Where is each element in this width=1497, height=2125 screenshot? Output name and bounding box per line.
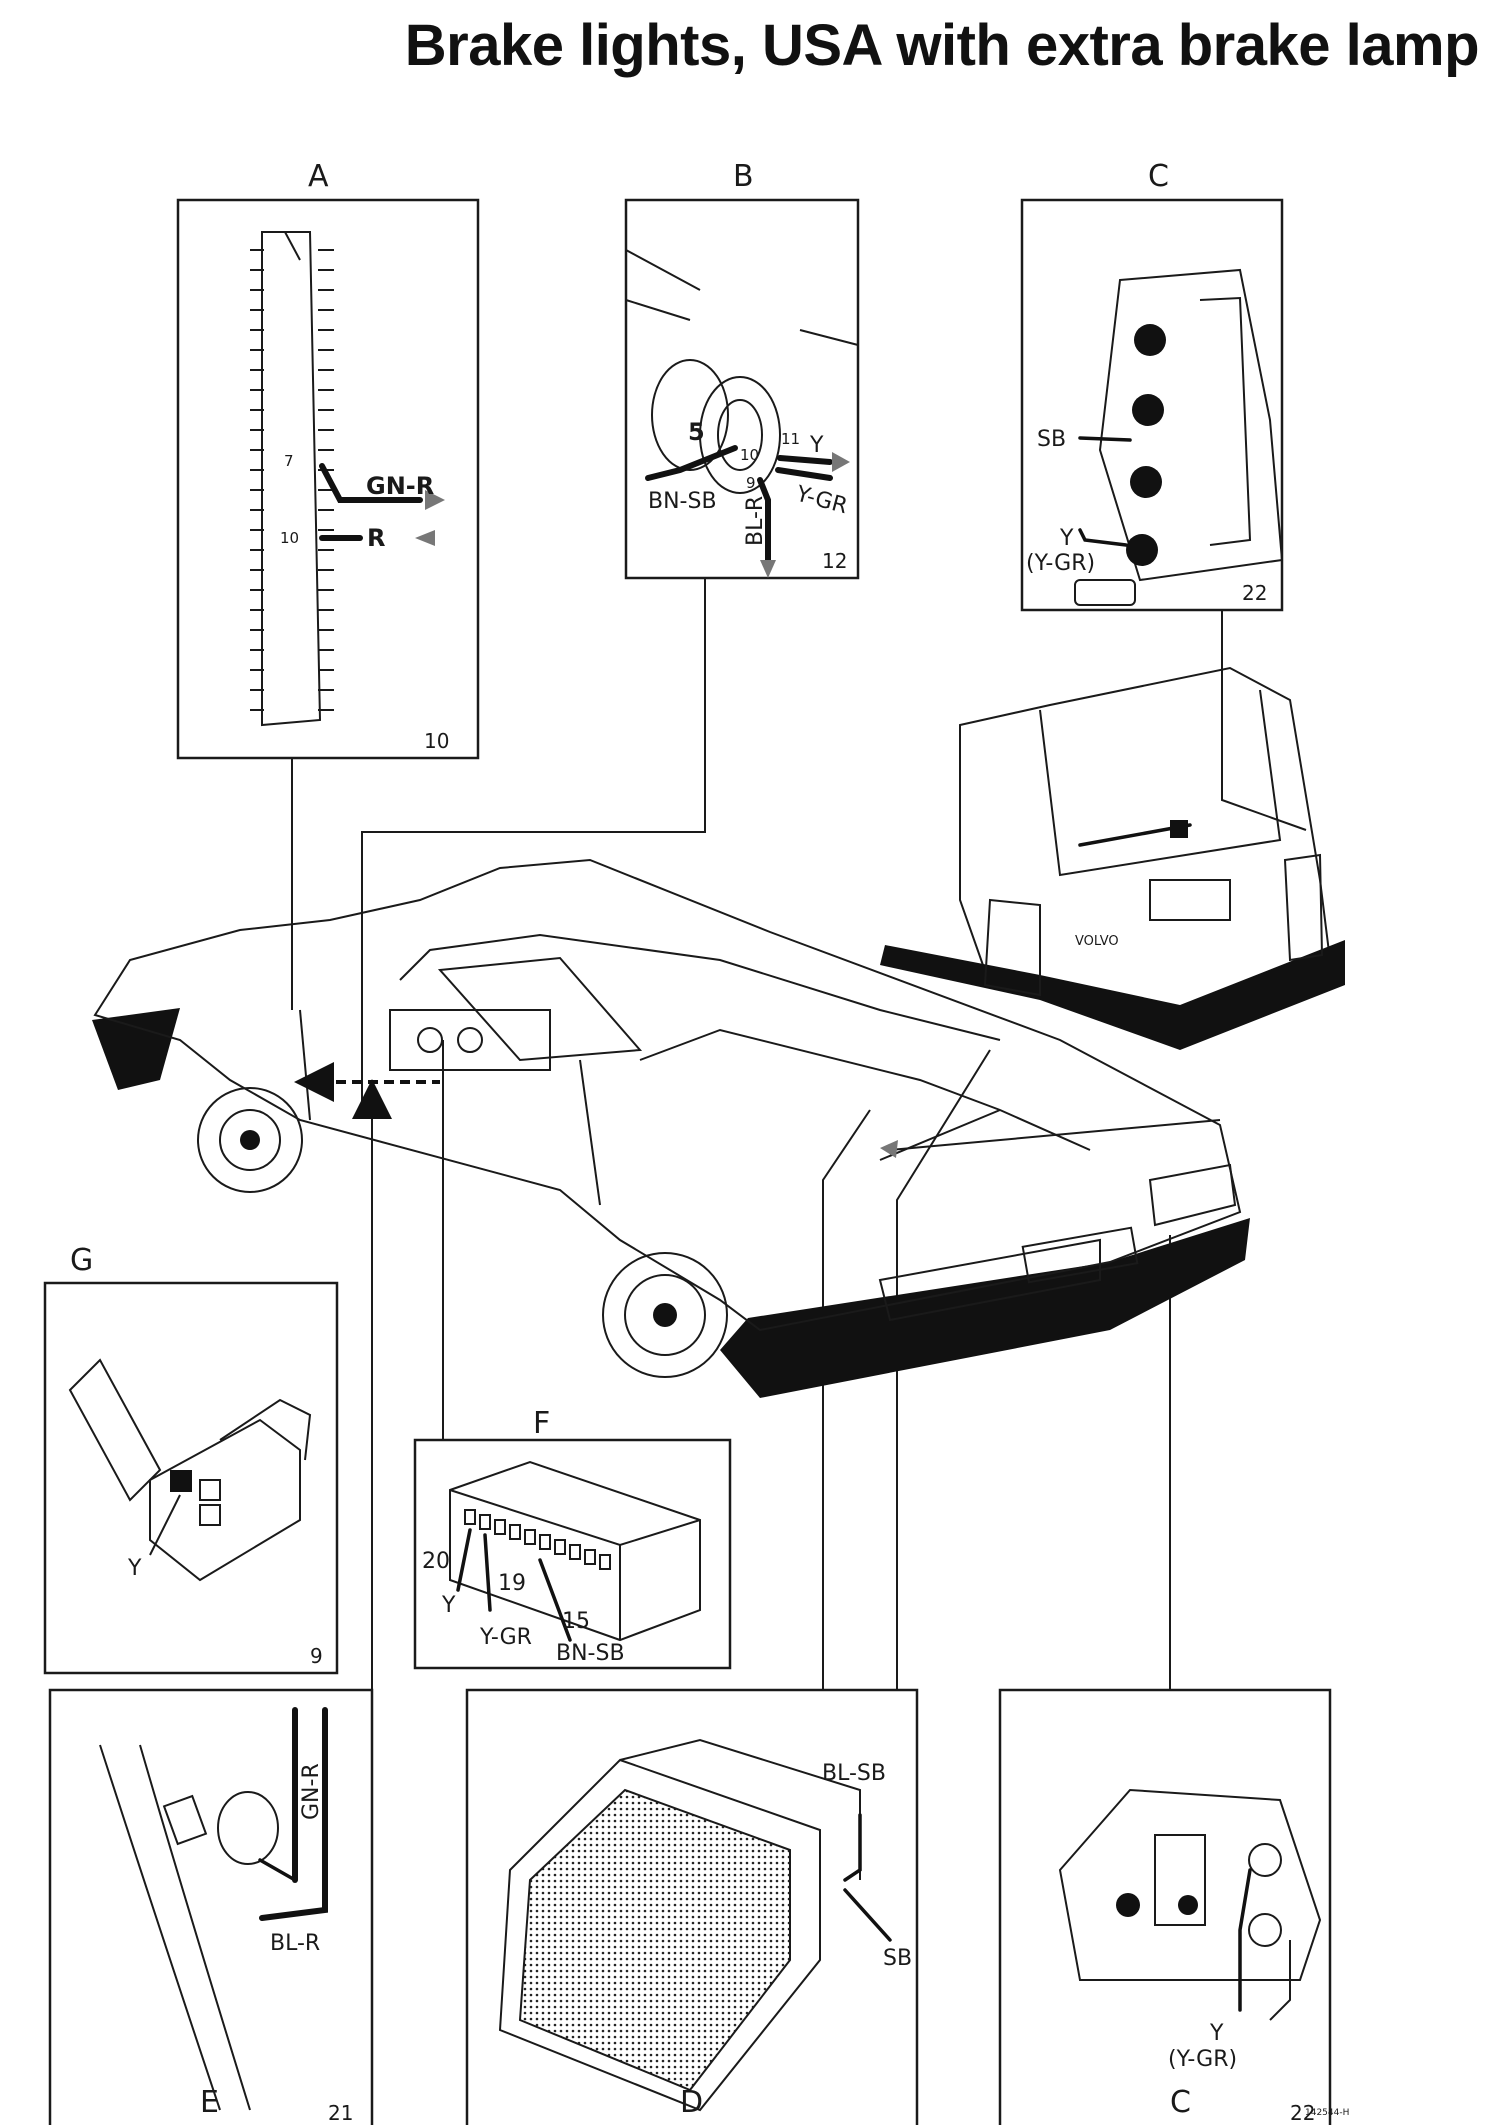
panel-g: G Y 9 bbox=[43, 1243, 339, 1675]
fuse-terminals bbox=[250, 249, 334, 711]
panel-c-top-number: 22 bbox=[1242, 581, 1267, 605]
panel-c-top-wire-ygr: (Y-GR) bbox=[1026, 551, 1095, 576]
panel-b-pin-9: 9 bbox=[746, 474, 756, 492]
panel-e-letter: E bbox=[200, 2085, 219, 2120]
panel-a-wire-gnr-line bbox=[319, 463, 423, 503]
panel-e-wire-blr: BL-R bbox=[270, 1931, 320, 1956]
panel-a-letter: A bbox=[308, 159, 329, 194]
panel-g-number: 9 bbox=[310, 1644, 323, 1668]
panel-d: BL-SB SB bbox=[465, 1688, 919, 2125]
panel-e-number: 21 bbox=[328, 2101, 353, 2125]
panel-c-bottom-wire-ygr: (Y-GR) bbox=[1168, 2047, 1237, 2072]
panel-b-pin-5: 5 bbox=[688, 418, 705, 446]
panel-c-top: C SB Y (Y-GR) 22 bbox=[1020, 159, 1284, 612]
panel-a-pin-7: 7 bbox=[284, 452, 294, 470]
panel-b-wire-y: Y bbox=[809, 433, 824, 458]
panel-f-pin-15: 15 bbox=[562, 1609, 590, 1634]
panel-c-top-wire-sb: SB bbox=[1037, 427, 1066, 452]
panel-c-bottom-wire-y: Y bbox=[1209, 2021, 1224, 2046]
panel-d-letter: D bbox=[680, 2085, 704, 2120]
panel-g-letter: G bbox=[70, 1243, 93, 1278]
car-badge: VOLVO bbox=[1075, 934, 1119, 949]
car-illustration bbox=[92, 858, 1250, 1398]
panel-c-bottom-number: 22 bbox=[1290, 2101, 1315, 2125]
panel-a-arrow-out bbox=[425, 490, 445, 510]
panel-e-frame bbox=[48, 1688, 374, 2125]
panel-b-wire-bnsb: BN-SB bbox=[648, 489, 717, 514]
panel-b-pin-10: 10 bbox=[740, 446, 759, 464]
rear-hatch-illustration: VOLVO bbox=[880, 666, 1345, 1050]
panel-f-wire-y: Y bbox=[441, 1593, 456, 1618]
panel-b-pin-11: 11 bbox=[781, 430, 800, 448]
panel-a-wire-r: R bbox=[367, 524, 385, 552]
panel-b-number: 12 bbox=[822, 549, 847, 573]
panel-b-letter: B bbox=[733, 159, 754, 194]
page-title: Brake lights, USA with extra brake lamp bbox=[404, 13, 1480, 78]
panel-f-pin-20: 20 bbox=[422, 1549, 450, 1574]
panel-b-frame bbox=[624, 198, 860, 580]
panel-f-pin-19: 19 bbox=[498, 1571, 526, 1596]
panel-a-arrow-in bbox=[415, 530, 435, 546]
panel-a: A 7 10 GN-R R 10 bbox=[176, 159, 480, 760]
panel-c-top-wire-y: Y bbox=[1059, 526, 1074, 551]
panel-b: B 5 9 10 11 Y Y-GR BN-SB BL-R 12 bbox=[624, 159, 860, 580]
panel-e-wire-gnr: GN-R bbox=[299, 1763, 324, 1820]
panel-f: F 20 19 15 Y Y-GR BN-SB bbox=[413, 1406, 732, 1670]
connector-cavities bbox=[464, 1509, 611, 1570]
panel-a-number: 10 bbox=[424, 729, 449, 753]
panel-c-top-letter: C bbox=[1148, 159, 1169, 194]
panel-a-wire-gnr: GN-R bbox=[366, 472, 434, 500]
panel-e: GN-R BL-R 21 bbox=[48, 1688, 374, 2125]
panel-a-pin-10: 10 bbox=[280, 529, 299, 547]
panel-c-bottom-letter: C bbox=[1170, 2085, 1191, 2120]
panel-f-letter: F bbox=[533, 1406, 550, 1441]
panel-f-wire-bnsb: BN-SB bbox=[556, 1641, 625, 1666]
panel-f-frame bbox=[413, 1438, 732, 1670]
panel-d-wire-sb: SB bbox=[883, 1946, 912, 1971]
panel-g-wire-y: Y bbox=[127, 1556, 142, 1581]
leader-lines bbox=[291, 578, 1307, 1700]
panel-f-wire-ygr: Y-GR bbox=[479, 1625, 532, 1650]
panel-c-bottom: Y (Y-GR) 22 bbox=[998, 1688, 1332, 2125]
panel-b-wire-blr: BL-R bbox=[743, 496, 768, 546]
figure-reference: 142544-H bbox=[1305, 2108, 1350, 2118]
panel-c-bottom-frame bbox=[998, 1688, 1332, 2125]
panel-d-wire-blsb: BL-SB bbox=[822, 1761, 886, 1786]
